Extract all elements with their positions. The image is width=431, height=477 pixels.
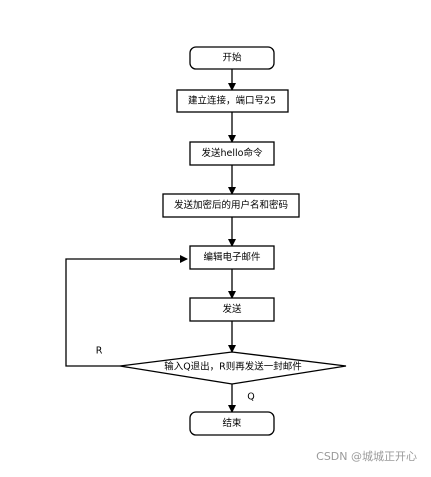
edit-box (189, 245, 275, 270)
connectors (65, 69, 236, 413)
arrow-retry-loop (65, 255, 188, 367)
start-terminator (189, 46, 275, 70)
hello-box (189, 141, 275, 166)
watermark: CSDN @城城正开心 (316, 450, 417, 463)
decision-diamond (119, 351, 347, 385)
edit-label: 编辑电子邮件 (203, 251, 261, 263)
node-send: 发送 (189, 297, 275, 322)
send-label: 发送 (222, 303, 242, 315)
node-start: 开始 (189, 46, 275, 70)
auth-box (162, 193, 300, 218)
connect-box (176, 89, 289, 113)
node-connect: 建立连接，端口号25 (176, 89, 289, 113)
start-label: 开始 (222, 52, 242, 64)
end-label: 结束 (222, 417, 242, 429)
connect-label: 建立连接，端口号25 (188, 95, 276, 107)
send-box (189, 297, 275, 322)
node-decision: 输入Q退出，R则再发送一封邮件 (119, 351, 347, 385)
edge-label-retry: R (96, 346, 103, 357)
end-terminator (189, 411, 275, 436)
node-hello: 发送hello命令 (189, 141, 275, 166)
decision-label: 输入Q退出，R则再发送一封邮件 (164, 361, 302, 373)
node-end: 结束 (189, 411, 275, 436)
auth-label: 发送加密后的用户名和密码 (174, 199, 288, 211)
edge-label-quit: Q (247, 392, 254, 403)
node-edit: 编辑电子邮件 (189, 245, 275, 270)
hello-label: 发送hello命令 (202, 147, 263, 159)
node-auth: 发送加密后的用户名和密码 (162, 193, 300, 218)
